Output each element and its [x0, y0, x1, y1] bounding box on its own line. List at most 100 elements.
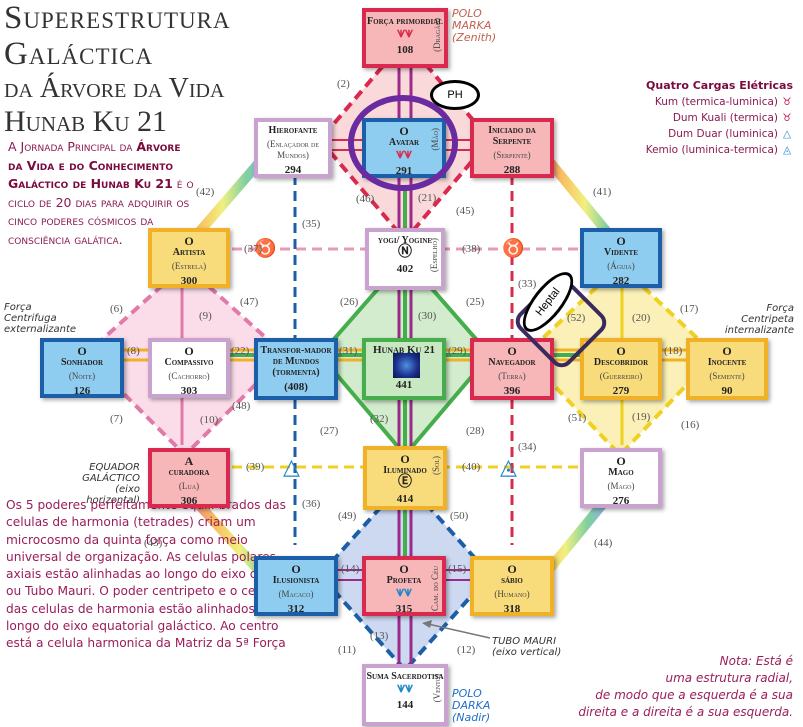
legend-item-dum-duar: Dum Duar (luminica)△	[668, 128, 792, 140]
bottom-dashed	[317, 477, 493, 673]
node-suma-sacerdotisa[interactable]: Suma Sacerdotisa ⩛⩛ 144 (Vento)	[362, 664, 448, 726]
connection-label: (34)	[518, 441, 537, 453]
connection-label: (43)	[144, 537, 163, 549]
tubo-mauri-arrow-icon	[422, 620, 491, 639]
note-text: Nota: Está é uma estrutura radial, de mo…	[578, 654, 793, 719]
node-compassivo[interactable]: O Compassivo (Cachorro) 303	[148, 338, 230, 398]
node-sonhador[interactable]: O Sonhador (Noite) 126	[40, 338, 124, 398]
ph-annotation: PH	[430, 80, 480, 110]
node-iniciado-serpente[interactable]: Iniciado da Serpente (Serpente) 288	[470, 118, 554, 178]
connection-label: (8)	[127, 345, 140, 357]
dum-duar-symbol-icon: △	[283, 454, 300, 479]
forca-centrifuga-label: Força Centrifuga externalizante	[4, 302, 77, 335]
kemio-symbol-icon: ◬	[500, 454, 517, 479]
title-line-4: Hunab Ku 21	[4, 105, 167, 138]
legend-heading: Quatro Cargas Elétricas	[646, 79, 793, 92]
connection-label: (6)	[110, 303, 123, 315]
connection-label: (15)	[448, 563, 467, 575]
kum-symbol-icon: ♉	[502, 238, 525, 258]
connection-label: (20)	[632, 312, 651, 324]
connection-label: (17)	[680, 303, 699, 315]
n-seal-icon: Ⓝ	[398, 245, 412, 260]
tubo-mauri-label: TUBO MAURI (eixo vertical)	[492, 636, 562, 658]
connection-label: (36)	[302, 498, 321, 510]
legend-item-kemio: Kemio (luminica-termica)◬	[645, 144, 792, 156]
equador-galactico-label: EQUADOR GALÁCTICO (eixo horizontal)	[82, 462, 140, 506]
node-descobridor[interactable]: O Descobridor (Guerreiro) 279	[580, 338, 662, 400]
forca-centripeta-label: Força Centripeta internalizante	[724, 303, 794, 336]
connection-label: (29)	[448, 345, 467, 357]
zuvuya-icon: ⩛⩛	[397, 681, 413, 696]
connection-label: (51)	[568, 412, 587, 424]
zuvuya-icon: ⩛⩛	[397, 26, 413, 41]
connection-label: (28)	[466, 425, 485, 437]
connection-label: (2)	[337, 78, 350, 90]
intro-part-2: é o ciclo de 20 dias para adquirir os ci…	[8, 176, 194, 247]
connection-label: (41)	[593, 186, 612, 198]
connection-label: (32)	[370, 413, 389, 425]
node-curadora[interactable]: A curadora (Lua) 306	[148, 448, 230, 508]
connection-label: (27)	[320, 425, 339, 437]
connection-label: (30)	[418, 310, 437, 322]
connection-label: (11)	[338, 644, 356, 656]
node-iluminado[interactable]: O Iluminado Ⓔ 414 (Sol)	[363, 446, 447, 510]
connection-label: (47)	[240, 296, 259, 308]
intro-text: A Jornada Principal da Árvore da Vida e …	[8, 138, 198, 249]
node-sabio[interactable]: O sábio (Humano) 318	[470, 556, 554, 616]
connection-label: (18)	[664, 345, 683, 357]
connection-label: (37)	[244, 243, 263, 255]
avatar-highlight-circle	[348, 95, 458, 191]
node-vidente[interactable]: O Vidente (Águia) 282	[580, 228, 662, 288]
polo-marka-label: POLO MARKA (Zenith)	[452, 7, 497, 44]
legend-item-kum: Kum (termica-luminica)♉	[654, 96, 792, 108]
connection-label: (33)	[518, 278, 537, 290]
connection-label: (42)	[196, 186, 215, 198]
connection-label: (14)	[341, 563, 360, 575]
connection-label: (19)	[632, 411, 651, 423]
title-line-2: Galáctica	[4, 36, 154, 72]
connection-label: (50)	[450, 510, 469, 522]
zuvuya-icon: ⩛⩛	[396, 585, 412, 600]
node-forca-primordial[interactable]: Força primordial ⩛⩛ 108 (Dragão)	[362, 8, 448, 68]
connection-label: (40)	[462, 461, 481, 473]
connection-label: (26)	[340, 296, 359, 308]
connection-label: (44)	[594, 537, 613, 549]
node-yogi-yogine[interactable]: yogi/ Yogine Ⓝ 402 (Espelho)	[365, 228, 445, 290]
connection-label: (10)	[200, 414, 219, 426]
diagram-title: Superestrutura Galáctica da Árvore da Vi…	[4, 2, 231, 137]
title-line-3: da Árvore da Vida	[4, 73, 225, 104]
node-hierofante[interactable]: Hierofante (Enlaçador de Mundos) 294	[254, 118, 332, 178]
connection-label: (13)	[370, 630, 389, 642]
node-mago[interactable]: O Mago (Mago) 276	[580, 448, 662, 508]
connection-label: (38)	[462, 243, 481, 255]
connection-label: (48)	[232, 400, 251, 412]
connection-label: (16)	[681, 419, 700, 431]
connection-label: (25)	[466, 296, 485, 308]
node-transformador[interactable]: Transfor-mador de Mundos (tormenta) (408…	[254, 338, 338, 400]
intro-bold: Árvore da Vida e do Conhecimento Galácti…	[8, 139, 181, 191]
node-navegador[interactable]: O Navegador (Terra) 396	[470, 338, 554, 400]
intro-part-1: A Jornada Principal da	[8, 139, 137, 154]
lower-description: Os 5 poderes perfeitamente equili-brados…	[6, 498, 304, 651]
hunab-ku-image-icon	[393, 353, 420, 378]
node-profeta[interactable]: O Profeta ⩛⩛ 315 Cam. do Céu	[362, 556, 446, 616]
right-dashed	[522, 262, 718, 458]
legend-item-dum-kuali: Dum Kuali (termica)♉	[672, 112, 792, 124]
dum-kuali-symbol-icon: ♉	[254, 238, 277, 258]
node-inocente[interactable]: O Inocente (Semente) 90	[686, 338, 768, 400]
connection-label: (31)	[339, 345, 358, 357]
dum-kuali-icon: ♉	[782, 112, 792, 124]
connection-label: (7)	[110, 413, 123, 425]
node-artista[interactable]: O Artista (Estrela) 300	[148, 228, 230, 288]
node-ilusionista[interactable]: O Ilusionista (Macaco) 312	[254, 556, 338, 616]
kemio-icon: ◬	[782, 144, 792, 156]
connection-label: (49)	[338, 510, 357, 522]
connection-label: (21)	[418, 192, 437, 204]
polo-darka-label: POLO DARKA (Nadir)	[452, 687, 491, 724]
e-seal-icon: Ⓔ	[398, 475, 412, 490]
connection-label: (22)	[231, 345, 250, 357]
connection-label: (39)	[246, 461, 265, 473]
connection-label: (45)	[456, 205, 475, 217]
connection-label: (35)	[302, 218, 321, 230]
